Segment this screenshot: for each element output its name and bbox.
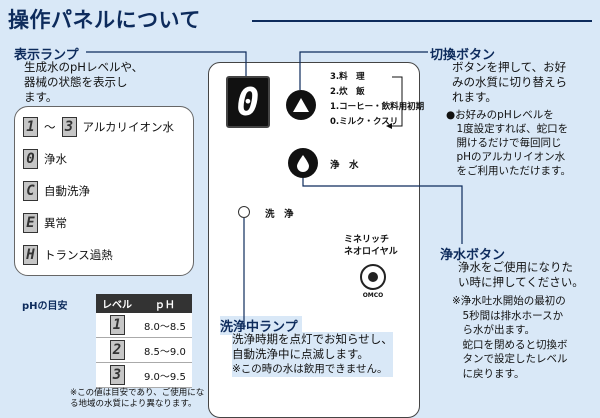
legend-label: 異常 xyxy=(44,216,67,230)
lcd-digit-icon: 2 xyxy=(109,340,125,360)
display-lamp-heading: 表示ランプ xyxy=(14,48,79,63)
title-rule xyxy=(252,20,592,22)
legend-row-clean: 0 浄水 xyxy=(23,149,67,169)
wash-lamp-desc: 洗浄時期を点灯でお知らせし、 自動洗浄中に点滅します。 ※この時の水は飲用できま… xyxy=(232,332,393,377)
switch-button-desc: ボタンを押して、お好 みの水質に切り替えら れます。 xyxy=(452,60,567,104)
purify-button[interactable] xyxy=(288,148,318,178)
legend-label: トランス過熱 xyxy=(44,248,113,262)
display-lamp-desc: 生成水のpHレベルや、 器械の状態を表示し ます。 xyxy=(24,60,144,104)
legend-row-autowash: C 自動洗浄 xyxy=(23,181,90,201)
switch-button[interactable] xyxy=(286,90,316,120)
legend-label: アルカリイオン水 xyxy=(82,120,175,134)
switch-button-heading: 切換ボタン xyxy=(430,48,496,63)
lcd-digit-icon: H xyxy=(23,245,38,265)
purify-button-heading: 浄水ボタン xyxy=(440,248,506,263)
table-row: 1 8.0～8.5 xyxy=(96,313,192,338)
display-legend-box: 1 ～ 3 アルカリイオン水 0 浄水 C 自動洗浄 E 異常 H トランス過熱 xyxy=(14,106,194,276)
lcd-digit-icon: E xyxy=(23,213,38,233)
lcd-digit-icon: 0 xyxy=(23,149,38,169)
table-row: 3 9.0～9.5 xyxy=(96,362,192,388)
legend-row-alkaline: 1 ～ 3 アルカリイオン水 xyxy=(23,117,174,137)
brand-name: ミネリッチ ネオロイヤル xyxy=(344,235,398,257)
legend-label: 浄水 xyxy=(44,152,67,166)
page-title: 操作パネルについて xyxy=(8,8,201,32)
purify-label: 浄 水 xyxy=(330,160,359,171)
lcd-digit-icon: 3 xyxy=(61,117,77,137)
mode-list: 3.料 理 2.炊 飯 1.コーヒー・飲料用初期 0.ミルク・クスリ xyxy=(330,72,425,127)
legend-row-overheat: H トランス過熱 xyxy=(23,245,113,265)
digit-display: 0 xyxy=(226,76,270,128)
purify-button-note: ※浄水吐水開始の最初の 5秒間は排水ホースか ら水が出ます。 蛇口を閉めると切換… xyxy=(452,295,568,380)
lcd-digit-icon: 1 xyxy=(109,315,125,335)
brand-logo-text: OMCO xyxy=(362,292,384,299)
legend-row-error: E 異常 xyxy=(23,213,67,233)
lcd-digit-icon: 1 xyxy=(23,117,38,137)
wash-label: 洗 浄 xyxy=(265,209,294,220)
purify-button-desc: 浄水をご使用になりた い時に押してください。 xyxy=(458,260,584,289)
wash-lamp-indicator xyxy=(238,206,250,218)
ph-guide-heading: pHの目安 xyxy=(22,301,68,312)
triangle-up-icon xyxy=(293,98,309,112)
switch-button-bullet: ●お好みのpHレベルを 1度設定すれば、蛇口を 開けるだけで毎回同じ pHのアル… xyxy=(446,109,571,177)
wash-lamp-heading: 洗浄中ランプ xyxy=(220,316,302,335)
water-drop-icon xyxy=(297,155,309,172)
lcd-digit-icon: C xyxy=(23,181,38,201)
ph-table: レベル ｐＨ 1 8.0～8.5 2 8.5～9.0 3 9.0～9.5 xyxy=(96,294,192,388)
table-row: 2 8.5～9.0 xyxy=(96,337,192,363)
ph-header-level: レベル xyxy=(96,294,138,313)
lcd-digit-icon: 3 xyxy=(109,365,125,385)
brand-logo-icon xyxy=(360,264,386,290)
legend-label: 自動洗浄 xyxy=(44,184,90,198)
ph-note: ※この値は目安であり、ご使用にな る地域の水質により異なります。 xyxy=(70,388,205,409)
ph-header-ph: ｐＨ xyxy=(138,294,192,313)
